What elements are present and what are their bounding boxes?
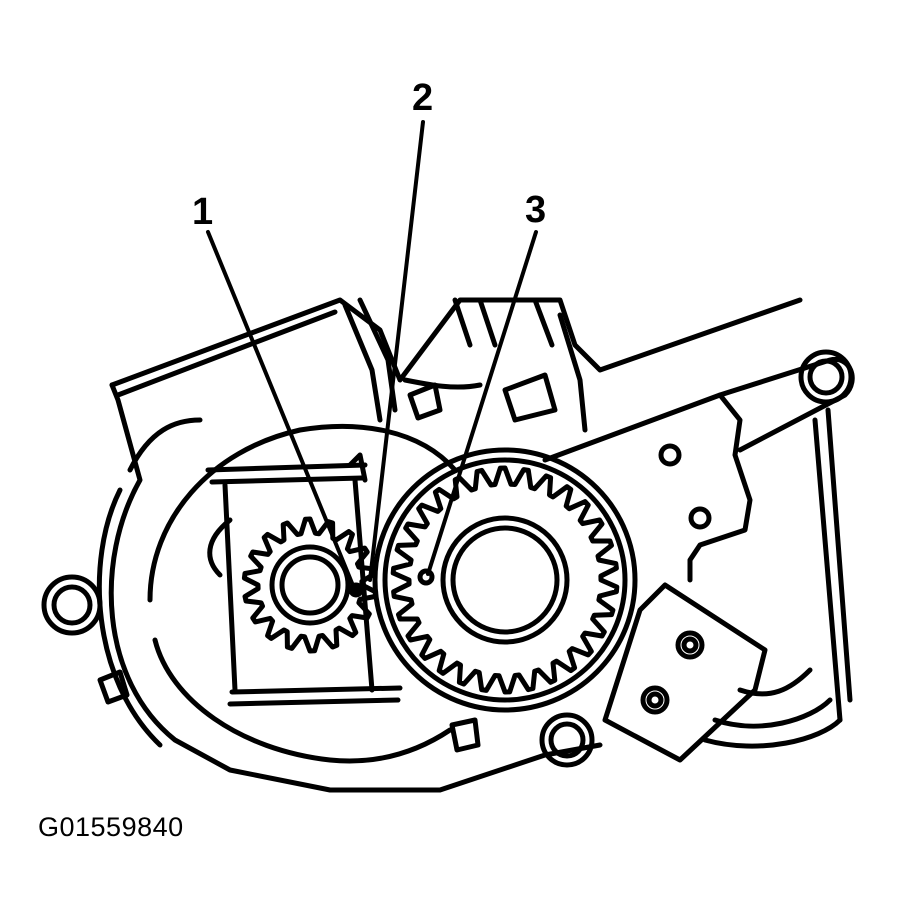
gear-cavity [147, 423, 458, 764]
pinion-gear [241, 516, 379, 654]
leader-line-2 [368, 120, 425, 582]
lever-arm [542, 349, 855, 723]
mounting-boss-left [41, 574, 103, 636]
mounting-plate [602, 582, 843, 763]
callout-2: 2 [412, 77, 433, 119]
callout-3: 3 [525, 189, 546, 231]
large-gear-assembly [372, 447, 638, 713]
leader-lines [206, 120, 538, 590]
mounting-boss-bottom [539, 712, 595, 768]
housing-outline [96, 297, 803, 793]
callout-1: 1 [192, 191, 213, 233]
motor-bracket [205, 452, 403, 707]
leader-line-1 [206, 230, 356, 590]
leader-line-3 [426, 230, 538, 576]
figure-id: G01559840 [38, 812, 184, 842]
housing-tabs [97, 372, 558, 753]
